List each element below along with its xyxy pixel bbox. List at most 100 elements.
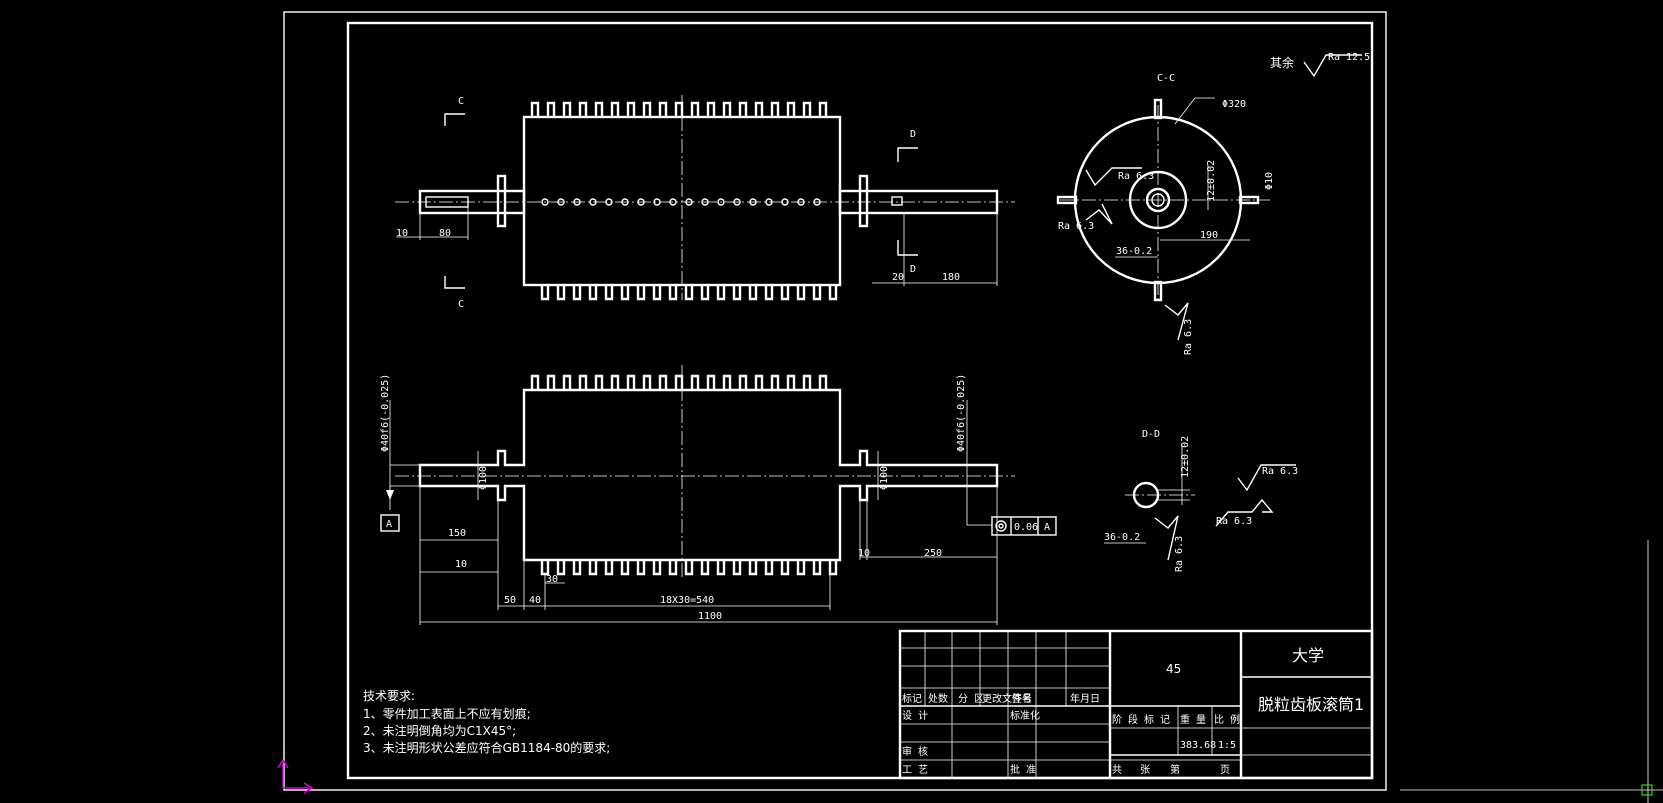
tooth bbox=[796, 560, 806, 576]
tooth bbox=[738, 101, 748, 117]
dim-phi10-cc: Φ10 bbox=[1264, 172, 1275, 190]
tb-gong: 共 bbox=[1112, 764, 1122, 776]
section-cc-label: C-C bbox=[1157, 73, 1175, 84]
tooth bbox=[684, 560, 694, 576]
ra-cc-2: Ra 6.3 bbox=[1058, 221, 1094, 232]
dim-phi320: Φ320 bbox=[1222, 99, 1246, 110]
tooth bbox=[594, 101, 604, 117]
tb-pizhun: 批 准 bbox=[1010, 763, 1036, 776]
tooth bbox=[658, 374, 668, 390]
tooth bbox=[562, 374, 572, 390]
section-dd-view: D-D 12±0.02 36-0.2 Ra 6.3 Ra 6.3 Ra 6.3 bbox=[1104, 429, 1298, 572]
tooth bbox=[562, 101, 572, 117]
tooth bbox=[578, 374, 588, 390]
dim-18x30: 18X30=540 bbox=[660, 595, 714, 606]
tooth bbox=[546, 374, 556, 390]
datum-a-label: A bbox=[386, 519, 392, 530]
ra-cc-3: Ra 6.3 bbox=[1183, 319, 1194, 355]
runout-tolerance-frame bbox=[991, 516, 1057, 536]
dim-tol12-dd: 12±0.02 bbox=[1180, 436, 1191, 478]
notes-line1: 1、零件加工表面上不应有划痕; bbox=[363, 706, 531, 721]
tooth bbox=[604, 285, 614, 301]
tooth bbox=[706, 101, 716, 117]
tooth bbox=[610, 101, 620, 117]
tooth bbox=[652, 560, 662, 576]
tooth bbox=[546, 101, 556, 117]
tooth bbox=[626, 374, 636, 390]
tb-sheji: 设 计 bbox=[902, 709, 928, 722]
tooth bbox=[556, 285, 566, 301]
pin-hole bbox=[653, 198, 661, 206]
tooth bbox=[674, 101, 684, 117]
dim-phi100-right: Φ100 bbox=[879, 466, 890, 490]
pin-hole bbox=[589, 198, 597, 206]
tb-biaozhunhua: 标准化 bbox=[1010, 709, 1040, 722]
tooth bbox=[652, 285, 662, 301]
pin-hole bbox=[637, 198, 645, 206]
tooth bbox=[690, 374, 700, 390]
dim-20: 20 bbox=[892, 272, 904, 283]
ucs-icon bbox=[277, 758, 314, 794]
dim-30: 30 bbox=[546, 574, 558, 585]
tooth bbox=[604, 560, 614, 576]
tooth bbox=[642, 374, 652, 390]
tb-zhongliang: 重 量 bbox=[1180, 713, 1206, 726]
dim-1100: 1100 bbox=[698, 611, 722, 622]
tooth bbox=[530, 101, 540, 117]
tooth bbox=[668, 560, 678, 576]
dim-phi100-left: Φ100 bbox=[478, 466, 489, 490]
tooth bbox=[588, 560, 598, 576]
section-cc-view: C-C Φ320 Φ10 190 12±0.02 36-0.2 Ra 6.3 R… bbox=[1056, 73, 1275, 355]
pin-hole bbox=[573, 198, 581, 206]
tooth bbox=[540, 560, 550, 576]
title-block: 标记 处数 分 区 更改文件号 签名 年月日 设 计 标准化 审 核 工 艺 批… bbox=[898, 629, 1374, 780]
tb-chushu: 处数 bbox=[928, 692, 948, 705]
tooth bbox=[594, 374, 604, 390]
ra-12-5: Ra 12.5 bbox=[1328, 52, 1370, 63]
tooth bbox=[530, 374, 540, 390]
tooth bbox=[818, 101, 828, 117]
sheet-border bbox=[283, 11, 1387, 791]
tooth bbox=[658, 101, 668, 117]
front-view-bottom-teeth bbox=[540, 285, 838, 301]
pin-hole bbox=[557, 198, 565, 206]
tooth bbox=[748, 560, 758, 576]
runout-value: 0.06 bbox=[1014, 522, 1038, 533]
dim-80: 80 bbox=[439, 228, 451, 239]
tb-material: 45 bbox=[1166, 662, 1181, 676]
tb-zhang: 张 bbox=[1140, 764, 1150, 776]
tooth bbox=[636, 560, 646, 576]
runout-datum: A bbox=[1044, 522, 1050, 533]
ra-dd-2: Ra 6.3 bbox=[1262, 466, 1298, 477]
tooth bbox=[620, 285, 630, 301]
tooth bbox=[748, 285, 758, 301]
tooth bbox=[764, 285, 774, 301]
ra-cc-1: Ra 6.3 bbox=[1118, 171, 1154, 182]
dim-10-section-right: 10 bbox=[858, 548, 870, 559]
tb-bili: 比 例 bbox=[1214, 713, 1240, 726]
pin-hole bbox=[717, 198, 725, 206]
ra-dd-1: Ra 6.3 bbox=[1174, 536, 1185, 572]
tb-di: 第 bbox=[1170, 763, 1180, 776]
technical-requirements: 技术要求: 1、零件加工表面上不应有划痕; 2、未注明倒角均为C1X45°; 3… bbox=[363, 689, 610, 755]
tooth bbox=[556, 560, 566, 576]
tb-gengai: 更改文件号 bbox=[982, 692, 1032, 705]
tooth bbox=[802, 374, 812, 390]
notes-line2: 2、未注明倒角均为C1X45°; bbox=[363, 723, 516, 738]
tooth bbox=[754, 101, 764, 117]
pin-hole bbox=[541, 198, 549, 206]
tb-jieduan: 阶 段 标 记 bbox=[1112, 713, 1170, 726]
tb-gongyi: 工 艺 bbox=[902, 764, 928, 776]
section-c-top: C bbox=[458, 96, 464, 107]
tooth bbox=[828, 285, 838, 301]
tooth bbox=[540, 285, 550, 301]
tooth bbox=[716, 560, 726, 576]
tooth bbox=[716, 285, 726, 301]
tooth bbox=[812, 560, 822, 576]
tooth bbox=[722, 374, 732, 390]
notes-title: 技术要求: bbox=[363, 689, 415, 703]
tb-university: 大学 bbox=[1292, 646, 1324, 665]
drawing-frame bbox=[346, 21, 1374, 780]
tooth bbox=[588, 285, 598, 301]
dim-180: 180 bbox=[942, 272, 960, 283]
